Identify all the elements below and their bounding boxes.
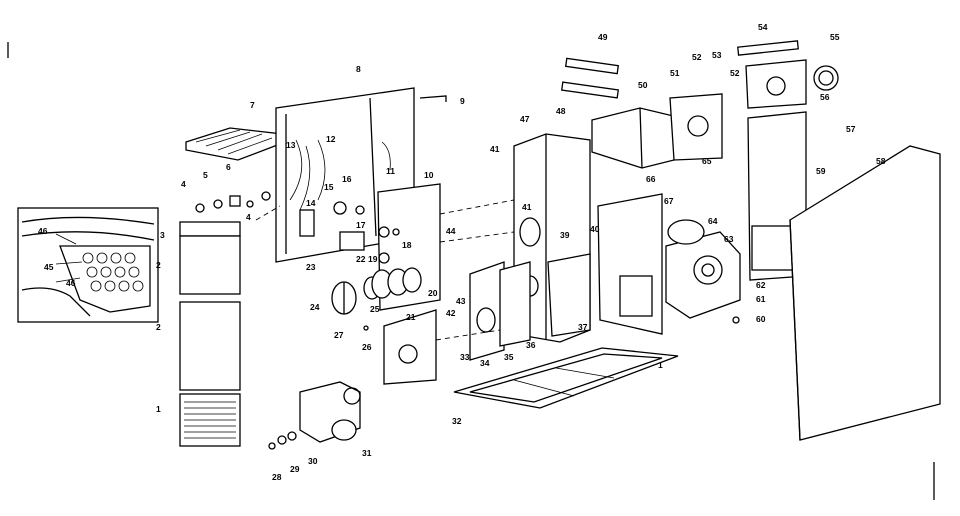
callout-55: 55 [830,32,840,42]
callout-19: 19 [368,254,378,264]
callout-35: 35 [504,352,514,362]
callout-4b: 4 [246,212,251,222]
callout-23: 23 [306,262,316,272]
callout-31: 31 [362,448,372,458]
callout-47: 47 [520,114,530,124]
callout-3: 3 [160,230,165,240]
callout-9: 9 [460,96,465,106]
side-panel [789,145,941,441]
callout-59: 59 [816,166,826,176]
callout-46b: 46 [66,278,76,288]
blower-assembly [597,193,741,335]
burner-discs [331,267,422,331]
callout-58: 58 [876,156,886,166]
callout-11: 11 [386,166,395,176]
callout-labels: 1122344567891011121314151617181920212223… [38,22,886,482]
callout-56: 56 [820,92,830,102]
callout-21: 21 [406,312,416,322]
callout-46a: 46 [38,226,48,236]
callout-10: 10 [424,170,434,180]
base-pan [453,347,679,409]
callout-60: 60 [756,314,766,324]
callout-14: 14 [306,198,316,208]
callout-41b: 41 [522,202,532,212]
callout-42: 42 [446,308,456,318]
callout-61: 61 [756,294,766,304]
callout-39: 39 [560,230,570,240]
callout-1b: 1 [658,360,663,370]
callout-4a: 4 [181,179,186,189]
front-panels [179,221,241,447]
observation-panel [383,309,437,385]
oil-burner [268,381,361,450]
callout-17: 17 [356,220,366,230]
callout-41a: 41 [490,144,500,154]
callout-63: 63 [724,234,734,244]
callout-67: 67 [664,196,674,206]
callout-15: 15 [324,182,334,192]
callout-26: 26 [362,342,372,352]
flue-rods [560,57,620,99]
callout-65: 65 [702,156,712,166]
callout-53: 53 [712,50,722,60]
callout-43: 43 [456,296,466,306]
callout-2b: 2 [156,322,161,332]
callout-52b: 52 [730,68,740,78]
bracket-9 [419,95,447,102]
flue-collector [591,93,723,169]
callout-57: 57 [846,124,856,134]
callout-27: 27 [334,330,344,340]
callout-50: 50 [638,80,648,90]
callout-40: 40 [590,224,600,234]
callout-1a: 1 [156,404,161,414]
assembly-lines [255,199,515,341]
callout-12: 12 [326,134,336,144]
callout-44: 44 [446,226,456,236]
callout-7: 7 [250,100,255,110]
callout-48: 48 [556,106,566,116]
callout-52a: 52 [692,52,702,62]
callout-34: 34 [480,358,490,368]
inset-detail [17,207,159,323]
callout-25: 25 [370,304,380,314]
callout-51: 51 [670,68,680,78]
callout-28: 28 [272,472,282,482]
callout-16: 16 [342,174,352,184]
callout-49: 49 [598,32,608,42]
callout-33: 33 [460,352,470,362]
callout-45: 45 [44,262,54,272]
callout-20: 20 [428,288,438,298]
callout-2a: 2 [156,260,161,270]
callout-37: 37 [578,322,588,332]
callout-13: 13 [286,140,296,150]
callout-66: 66 [646,174,656,184]
small-hardware [195,191,271,213]
callout-5: 5 [203,170,208,180]
callout-6: 6 [226,162,231,172]
callout-30: 30 [308,456,318,466]
callout-8: 8 [356,64,361,74]
top-grille [185,127,283,161]
callout-24: 24 [310,302,320,312]
heat-exchanger [469,133,591,361]
callout-62: 62 [756,280,766,290]
callout-18: 18 [402,240,412,250]
callout-32: 32 [452,416,462,426]
callout-22: 22 [356,254,366,264]
callout-29: 29 [290,464,300,474]
callout-64: 64 [708,216,718,226]
callout-36: 36 [526,340,536,350]
callout-54: 54 [758,22,768,32]
